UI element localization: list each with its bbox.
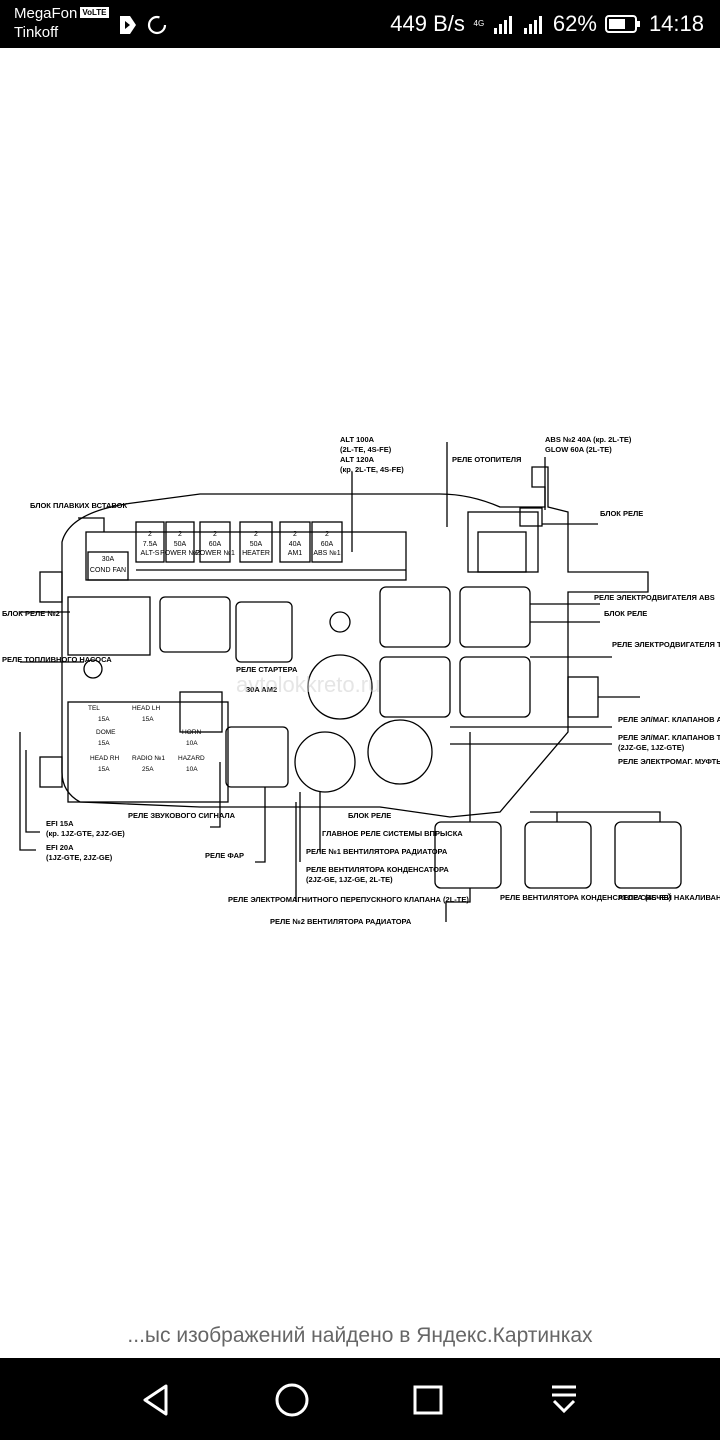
- status-right: 449 B/s 4G 62% 14:18: [390, 10, 704, 38]
- label-headlight-relay: РЕЛЕ ФАР: [205, 851, 244, 860]
- back-icon: [143, 1384, 168, 1416]
- fuse-amp-3: 60A: [209, 541, 222, 548]
- label-alt-3: ALT 120A: [340, 455, 375, 464]
- label-starter-relay: РЕЛЕ СТАРТЕРА: [236, 665, 298, 674]
- fuse-top-5: 2: [293, 531, 297, 538]
- label-efi15-note: (кр. 1JZ-GTE, 2JZ-GE): [46, 829, 125, 838]
- label-fuel-pump-relay: РЕЛЕ ТОПЛИВНОГО НАСОСА: [2, 655, 112, 664]
- signal-icon-1: [493, 16, 512, 34]
- carrier-1: MegaFon: [14, 5, 78, 22]
- small-fuse-dome: DOME: [96, 729, 116, 736]
- fuse-name-2: POWER №2: [160, 550, 200, 557]
- label-trc-motor-relay: РЕЛЕ ЭЛЕКТРОДВИГАТЕЛЯ TRC: [612, 640, 720, 649]
- label-alt-1: ALT 100A: [340, 435, 375, 444]
- label-efi20-note: (1JZ-GTE, 2JZ-GE): [46, 853, 113, 862]
- label-abs-motor-relay: РЕЛЕ ЭЛЕКТРОДВИГАТЕЛЯ ABS: [594, 593, 715, 602]
- label-am2: 30A AM2: [246, 685, 277, 694]
- label-fan2-relay: РЕЛЕ №2 ВЕНТИЛЯТОРА РАДИАТОРА: [270, 917, 412, 926]
- notification-app-icon: [120, 16, 136, 34]
- recents-button[interactable]: [408, 1380, 448, 1420]
- label-main-efi-relay: ГЛАВНОЕ РЕЛЕ СИСТЕМЫ ВПРЫСКА: [322, 829, 463, 838]
- fuse-name-4: HEATER: [242, 550, 270, 557]
- small-fuse-headrh-amp: 15A: [98, 766, 110, 773]
- small-fuse-tel-amp: 15A: [98, 716, 110, 723]
- fuse-name-5: AM1: [288, 550, 303, 557]
- small-fuse-dome-amp: 15A: [98, 740, 110, 747]
- net-type: 4G: [473, 19, 485, 28]
- fuse-top-3: 2: [213, 531, 217, 538]
- volte-badge: VoLTE: [80, 7, 109, 18]
- label-glow-relay: РЕЛЕ СВЕЧЕЙ НАКАЛИВАНИЯ: [618, 893, 720, 902]
- home-icon: [275, 1383, 309, 1417]
- label-fusible-block: БЛОК ПЛАВКИХ ВСТАВОК: [30, 501, 127, 510]
- image-viewer[interactable]: 2 7.5A ALT-S 2 50A POWER №2 2 60A POWER …: [0, 48, 720, 1358]
- label-horn-relay: РЕЛЕ ЗВУКОВОГО СИГНАЛА: [128, 811, 236, 820]
- label-abs-valve-relay: РЕЛЕ ЭЛ/МАГ. КЛАПАНОВ ABS: [618, 715, 720, 724]
- small-fuse-headrh: HEAD RH: [90, 755, 120, 762]
- label-bypass-valve-relay: РЕЛЕ ЭЛЕКТРОМАГНИТНОГО ПЕРЕПУСКНОГО КЛАП…: [228, 895, 469, 904]
- fuse-amp-1: 7.5A: [143, 541, 158, 548]
- fuse-amp-5: 40A: [289, 541, 302, 548]
- fuse-amp-2: 50A: [174, 541, 187, 548]
- fuse-amp-4: 50A: [250, 541, 263, 548]
- label-alt-4: (кр. 2L-TE, 4S-FE): [340, 465, 404, 474]
- small-fuse-hazard-amp: 10A: [186, 766, 198, 773]
- label-relay-block-center: БЛОК РЕЛЕ: [348, 811, 391, 820]
- label-trc-valve-relay: РЕЛЕ ЭЛ/МАГ. КЛАПАНОВ TRC: [618, 733, 720, 742]
- small-fuse-headlh-amp: 15A: [142, 716, 154, 723]
- fuse-amp-6: 60A: [321, 541, 334, 548]
- recents-icon: [413, 1385, 443, 1415]
- label-cond-fan-relay-4s: РЕЛЕ ВЕНТИЛЯТОРА КОНДЕНСАТОРА (4S-FE): [500, 893, 672, 902]
- fuse-name-1: ALT-S: [141, 550, 160, 557]
- label-relay-block-right: БЛОК РЕЛЕ: [600, 509, 643, 518]
- label-cond-fan-relay: РЕЛЕ ВЕНТИЛЯТОРА КОНДЕНСАТОРА: [306, 865, 449, 874]
- fuse-top-4: 2: [254, 531, 258, 538]
- notifications-button[interactable]: [544, 1380, 584, 1420]
- signal-icon-2: [523, 16, 542, 34]
- small-fuse-tel: TEL: [88, 705, 100, 712]
- small-fuse-horn-amp: 10A: [186, 740, 198, 747]
- small-fuse-headlh: HEAD LH: [132, 705, 160, 712]
- back-button[interactable]: [136, 1380, 176, 1420]
- sync-icon: [147, 15, 167, 35]
- label-fan1-relay: РЕЛЕ №1 ВЕНТИЛЯТОРА РАДИАТОРА: [306, 847, 448, 856]
- notifications-pull-icon: [552, 1385, 576, 1414]
- label-relay-block-right2: БЛОК РЕЛЕ: [604, 609, 647, 618]
- small-fuse-radio: RADIO №1: [132, 755, 165, 762]
- battery-icon: [604, 15, 640, 33]
- cond-fan-name: COND FAN: [90, 567, 126, 574]
- label-efi15: EFI 15A: [46, 819, 74, 828]
- small-fuse-hazard: HAZARD: [178, 755, 205, 762]
- label-relay-block-2: БЛОК РЕЛЕ №2: [2, 609, 60, 618]
- navigation-bar: [0, 1358, 720, 1440]
- label-efi20: EFI 20A: [46, 843, 74, 852]
- label-abs2-1: ABS №2 40A (кр. 2L-TE): [545, 435, 632, 444]
- fuse-name-3: POWER №1: [195, 550, 235, 557]
- small-fuse-radio-amp: 25A: [142, 766, 154, 773]
- small-fuse-horn: HORN: [182, 729, 201, 736]
- label-abs2-2: GLOW 60A (2L-TE): [545, 445, 612, 454]
- label-heater-relay: РЕЛЕ ОТОПИТЕЛЯ: [452, 455, 521, 464]
- home-button[interactable]: [272, 1380, 312, 1420]
- fuse-top-1: 2: [148, 531, 152, 538]
- clock: 14:18: [648, 11, 704, 36]
- net-speed: 449 B/s: [390, 11, 465, 36]
- label-clutch-relay: РЕЛЕ ЭЛЕКТРОМАГ. МУФТЫ: [618, 757, 720, 766]
- label-cond-fan-note: (2JZ-GE, 1JZ-GE, 2L-TE): [306, 875, 393, 884]
- cond-fan-amp: 30A: [102, 556, 115, 563]
- battery-percent: 62%: [552, 11, 597, 36]
- fuse-top-2: 2: [178, 531, 182, 538]
- fuse-top-6: 2: [325, 531, 329, 538]
- carrier-2: Tinkoff: [14, 24, 59, 41]
- fuse-name-6: ABS №1: [313, 550, 340, 557]
- image-caption[interactable]: ...ыс изображений найдено в Яндекс.Карти…: [127, 1324, 593, 1347]
- fuse-box-diagram[interactable]: 2 7.5A ALT-S 2 50A POWER №2 2 60A POWER …: [0, 432, 720, 932]
- watermark: avtolokkreto.ru: [236, 672, 380, 697]
- label-alt-2: (2L-TE, 4S-FE): [340, 445, 392, 454]
- label-trc-valve-note: (2JZ-GE, 1JZ-GTE): [618, 743, 685, 752]
